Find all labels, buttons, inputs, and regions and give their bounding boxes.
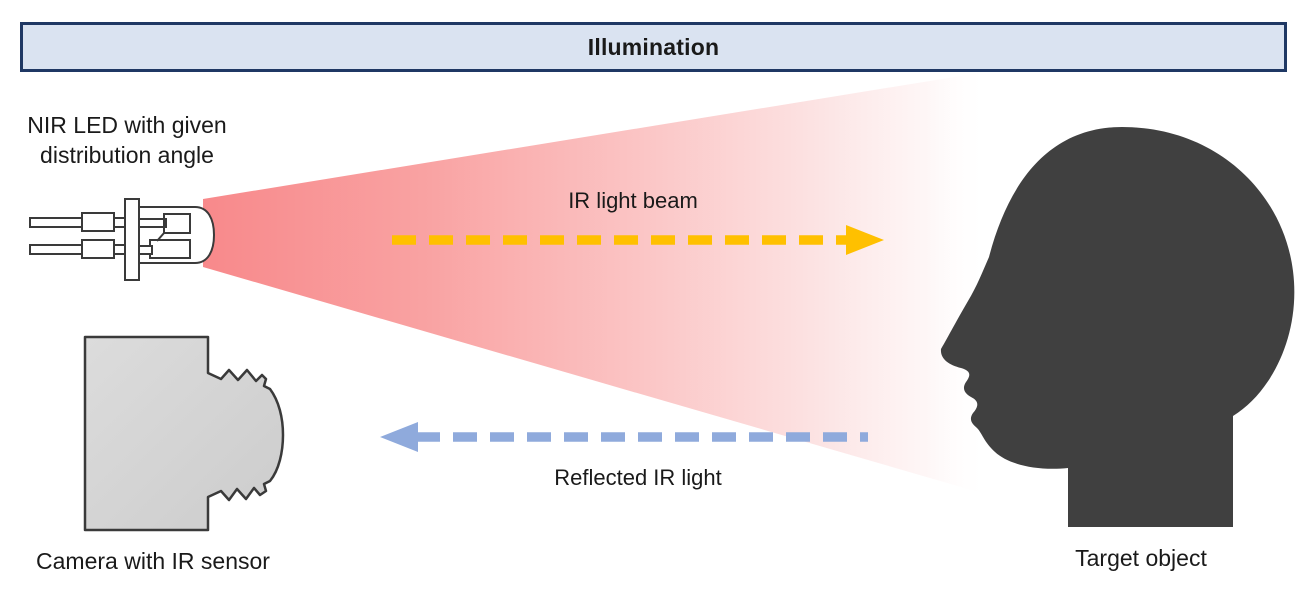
- camera-label: Camera with IR sensor: [36, 548, 270, 574]
- illumination-header: Illumination: [20, 22, 1287, 72]
- ir-beam-arrow-icon: [392, 225, 884, 255]
- nir-led-label: NIR LED with given distribution angle: [27, 112, 227, 169]
- target-object-label: Target object: [1075, 545, 1207, 571]
- ir-light-beam-label: IR light beam: [568, 188, 698, 213]
- light-beam-cone: [203, 72, 985, 494]
- camera-icon: [83, 335, 285, 532]
- head-silhouette-icon: [940, 127, 1295, 527]
- reflected-ir-light-label: Reflected IR light: [554, 465, 722, 490]
- reflected-arrow-icon: [380, 422, 868, 452]
- led-icon: [29, 198, 216, 281]
- header-title: Illumination: [587, 33, 720, 60]
